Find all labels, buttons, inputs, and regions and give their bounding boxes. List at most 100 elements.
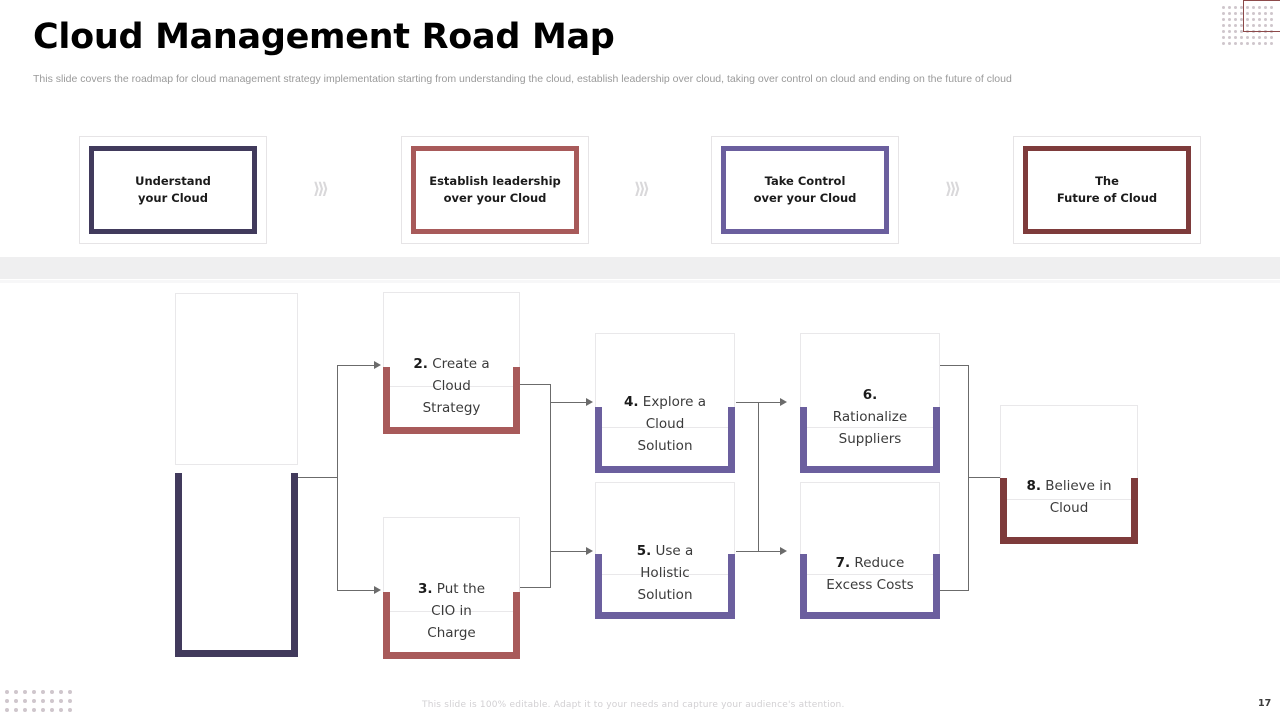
flow-node-8[interactable]: 8. Believe in Cloud	[1000, 405, 1138, 544]
decor-dot	[1234, 30, 1237, 33]
connector-line	[337, 365, 338, 590]
flow-node-number: 4.	[623, 394, 639, 410]
decor-dot	[1258, 24, 1261, 27]
decor-dot	[1234, 42, 1237, 45]
stage-card-inner: Take Control over your Cloud	[721, 146, 889, 234]
decor-dot	[23, 708, 27, 712]
flow-node-6[interactable]: 6. Rationalize Suppliers	[800, 333, 940, 473]
decor-dot	[1228, 24, 1231, 27]
decor-dot	[32, 708, 36, 712]
flow-node-1[interactable]: 1. Conduct a Cloud Environmental Audit	[175, 293, 298, 657]
flow-node-number: 8.	[1026, 478, 1041, 494]
flow-node-accent-cup	[175, 473, 298, 657]
flow-node-7[interactable]: 7. Reduce Excess Costs	[800, 482, 940, 619]
decor-dot	[1240, 30, 1243, 33]
decor-dot	[1258, 36, 1261, 39]
flow-node-number: 7.	[835, 555, 851, 571]
connector-line	[940, 590, 969, 591]
flow-node-5[interactable]: 5. Use a Holistic Solution	[595, 482, 735, 619]
decor-dot	[14, 690, 18, 694]
decor-dot	[1258, 6, 1261, 9]
decor-dot	[1234, 36, 1237, 39]
decor-dot	[1252, 36, 1255, 39]
connector-line	[758, 402, 759, 551]
flow-node-number: 2.	[413, 356, 428, 372]
flow-node-ghost-box	[595, 333, 735, 428]
decor-dot	[1234, 18, 1237, 21]
decor-dot	[1270, 6, 1273, 9]
decor-dot	[1264, 6, 1267, 9]
decor-dot	[1258, 18, 1261, 21]
flow-node-number: 5.	[636, 543, 652, 559]
decor-dot	[1252, 24, 1255, 27]
page-number: 17	[1258, 698, 1272, 709]
decor-dot	[68, 699, 72, 703]
stage-card-understand-your-cloud[interactable]: Understand your Cloud	[79, 136, 267, 244]
decor-dot	[1240, 36, 1243, 39]
connector-line	[550, 551, 587, 552]
decor-square-outline-icon	[1243, 0, 1280, 32]
flow-node-ghost-box	[595, 482, 735, 575]
decor-dot	[50, 699, 54, 703]
decor-dot	[1228, 12, 1231, 15]
decor-dot	[5, 690, 9, 694]
footer-note: This slide is 100% editable. Adapt it to…	[422, 700, 845, 710]
decor-dot	[50, 690, 54, 694]
decor-dot	[14, 699, 18, 703]
decor-dot	[5, 699, 9, 703]
decor-dot	[1252, 42, 1255, 45]
decor-dot	[1246, 6, 1249, 9]
flow-node-label: 8. Believe in Cloud	[1000, 453, 1138, 519]
decor-dot	[1258, 42, 1261, 45]
decor-dot	[1270, 36, 1273, 39]
decor-dot	[1222, 12, 1225, 15]
decor-dot	[1246, 18, 1249, 21]
connector-line	[520, 587, 551, 588]
section-divider-band-thin	[0, 280, 1280, 283]
decor-dot	[1222, 6, 1225, 9]
flow-node-label: 4. Explore a Cloud Solution	[595, 369, 735, 457]
flow-node-accent-cup	[383, 367, 520, 434]
flow-node-3[interactable]: 3. Put the CIO in Charge	[383, 517, 520, 659]
decor-dot	[1228, 6, 1231, 9]
flow-node-text: Rationalize Suppliers	[832, 409, 908, 447]
connector-line	[337, 365, 375, 366]
flow-node-accent-cup	[1000, 478, 1138, 544]
stage-card-establish-leadership[interactable]: Establish leadership over your Cloud	[401, 136, 589, 244]
flow-node-4[interactable]: 4. Explore a Cloud Solution	[595, 333, 735, 473]
decor-dot	[1270, 42, 1273, 45]
decor-dot	[23, 690, 27, 694]
section-divider-band	[0, 257, 1280, 279]
flow-node-ghost-box	[383, 292, 520, 387]
flow-node-accent-cup	[800, 407, 940, 473]
decor-dot	[1252, 12, 1255, 15]
connector-line	[337, 590, 375, 591]
flow-node-accent-cup	[595, 407, 735, 473]
decor-dot	[50, 708, 54, 712]
decor-dot	[1264, 42, 1267, 45]
decor-dot	[1234, 12, 1237, 15]
decor-dot	[68, 690, 72, 694]
decor-dot	[1228, 30, 1231, 33]
stage-card-label: The Future of Cloud	[1056, 174, 1158, 205]
flow-node-number: 3.	[417, 581, 433, 597]
stage-card-inner: Understand your Cloud	[89, 146, 257, 234]
connector-line	[736, 551, 781, 552]
stage-card-take-control[interactable]: Take Control over your Cloud	[711, 136, 899, 244]
flow-node-2[interactable]: 2. Create a Cloud Strategy	[383, 292, 520, 434]
flow-node-ghost-box	[383, 517, 520, 612]
decor-dot	[1228, 18, 1231, 21]
decor-dot	[1246, 12, 1249, 15]
decor-dot	[1240, 6, 1243, 9]
decor-dot	[1222, 24, 1225, 27]
page-title: Cloud Management Road Map	[33, 17, 615, 57]
decor-dot	[59, 699, 63, 703]
decor-dot	[1264, 36, 1267, 39]
flow-node-number: 6.	[862, 387, 878, 403]
decor-dot	[32, 690, 36, 694]
stage-card-future-of-cloud[interactable]: The Future of Cloud	[1013, 136, 1201, 244]
connector-line	[550, 384, 551, 587]
decor-dot	[1264, 24, 1267, 27]
decor-dot	[1234, 6, 1237, 9]
